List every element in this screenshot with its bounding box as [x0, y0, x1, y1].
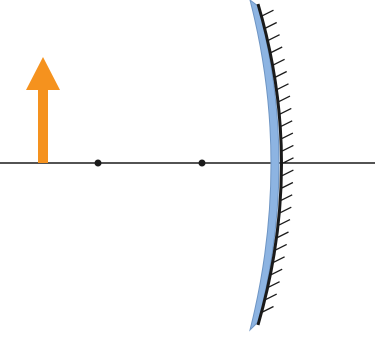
concave-mirror-reflective-surface	[256, 3, 283, 326]
object-arrow	[26, 57, 60, 163]
mirror-hatch-mark	[264, 21, 277, 30]
mirror-hatching	[261, 9, 294, 314]
mirror-hatch-mark	[261, 9, 274, 17]
object-arrow-head	[26, 57, 60, 90]
mirror-hatch-mark	[279, 194, 293, 202]
mirror-hatch-mark	[280, 132, 294, 140]
mirror-hatch-mark	[280, 181, 294, 190]
center-of-curvature-point	[94, 159, 102, 167]
mirror-hatch-mark	[279, 120, 293, 128]
mirror-hatch-mark	[261, 305, 274, 314]
mirror-hatch-mark	[272, 58, 285, 66]
mirror-hatch-mark	[267, 34, 280, 42]
mirror-hatch-mark	[267, 281, 280, 289]
mirror-hatch-mark	[269, 268, 283, 276]
mirror-hatch-mark	[272, 256, 285, 264]
object-arrow-shaft	[38, 88, 48, 163]
mirror-hatch-mark	[274, 243, 287, 251]
focal-point	[198, 159, 206, 167]
mirror-hatch-mark	[276, 231, 289, 239]
mirror-hatch-mark	[281, 157, 294, 165]
mirror-hatch-mark	[264, 293, 277, 301]
mirror-hatch-mark	[281, 169, 294, 177]
mirror-hatch-mark	[276, 83, 289, 91]
concave-mirror-glass	[249, 0, 280, 332]
mirror-hatch-mark	[277, 95, 291, 103]
mirror-hatch-mark	[279, 206, 292, 214]
mirror-hatch-mark	[274, 70, 287, 79]
mirror-hatch-mark	[269, 46, 283, 54]
mirror-hatch-mark	[281, 144, 294, 152]
mirror-hatch-mark	[279, 107, 292, 115]
mirror-hatch-mark	[277, 219, 291, 227]
